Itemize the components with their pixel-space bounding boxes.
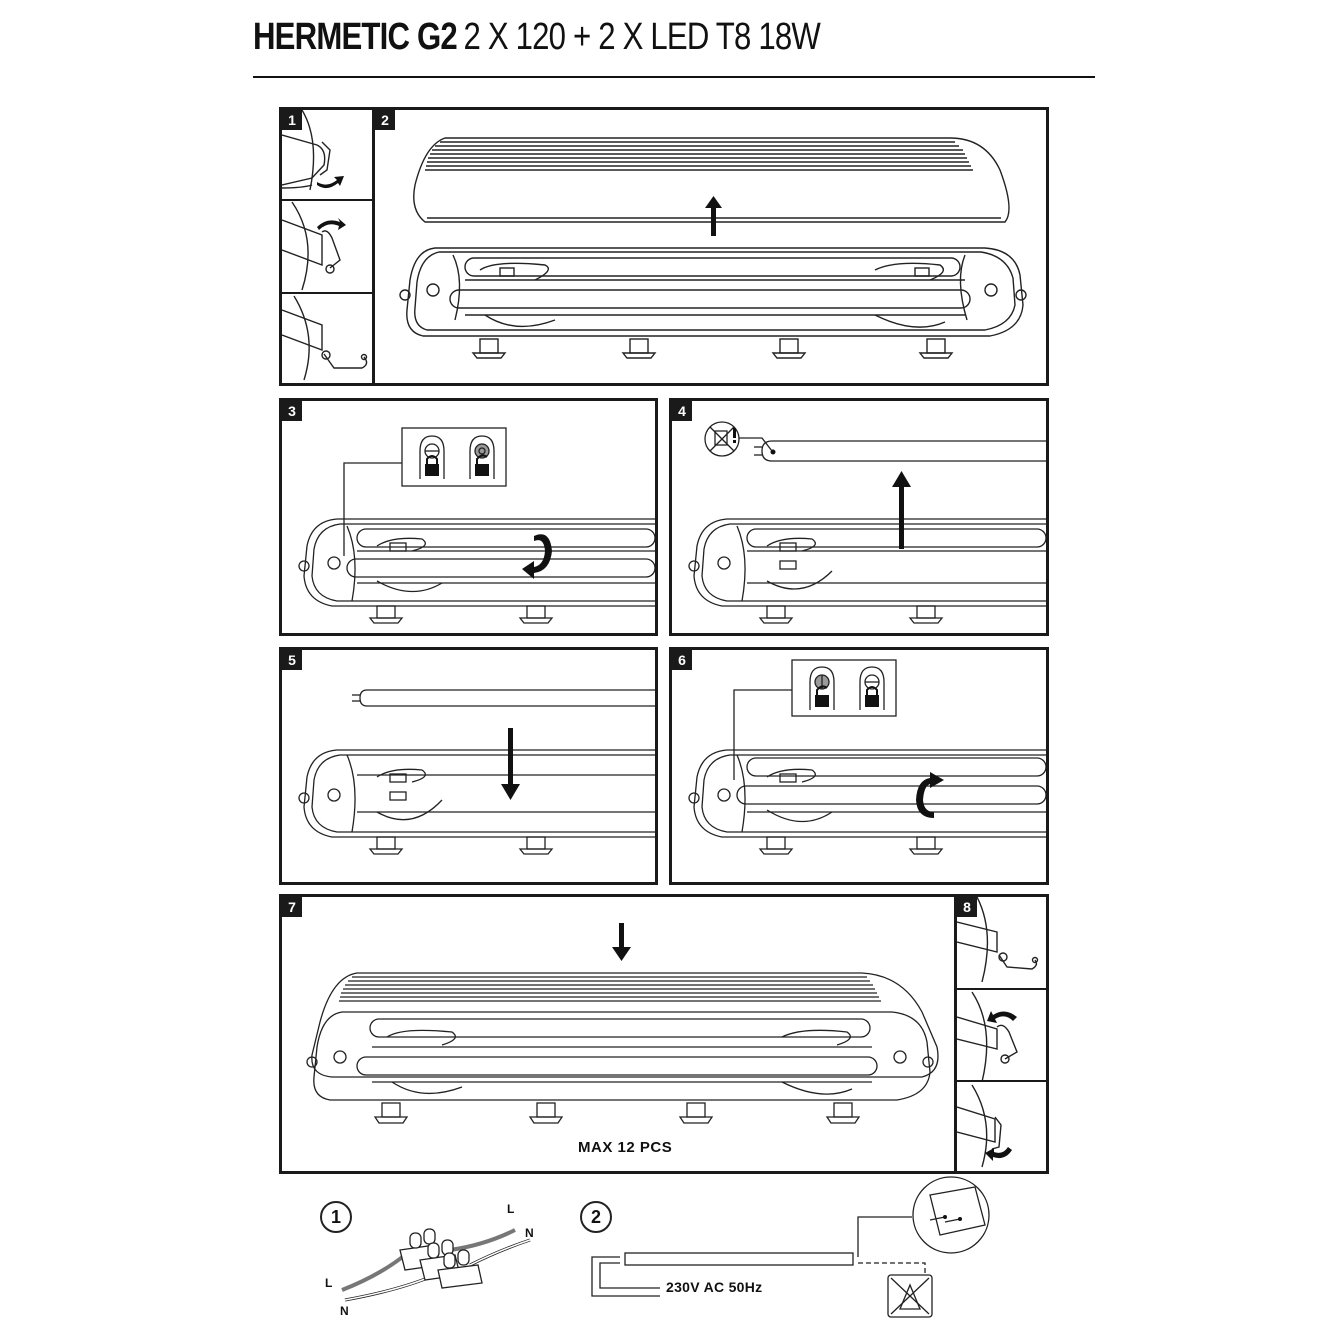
voltage-label: 230V AC 50Hz <box>666 1279 763 1295</box>
step-2-panel: 2 <box>372 107 1049 386</box>
step-8-panel: 8 <box>954 894 1049 1174</box>
cover-removal-illustration <box>399 137 1027 359</box>
step-number: 8 <box>957 897 977 917</box>
step-number: 3 <box>282 401 302 421</box>
product-spec: 2 X 120 + 2 X LED T8 18W <box>463 16 820 58</box>
step-number: 6 <box>672 650 692 670</box>
clip-open-illustration <box>282 110 372 381</box>
step-1-panel: 1 <box>279 107 375 386</box>
step-number: 5 <box>282 650 302 670</box>
wire-label-n-top: N <box>525 1226 534 1240</box>
wiring-diagram-1-number: 1 <box>320 1201 352 1233</box>
wire-label-l-top: L <box>507 1202 515 1216</box>
clip-close-illustration <box>957 897 1046 1168</box>
step-4-panel: 4 <box>669 398 1049 636</box>
step-number: 2 <box>375 110 395 130</box>
remove-tube-illustration <box>688 421 1046 624</box>
insert-led-tube-illustration <box>298 689 655 855</box>
led-tube-wiring-diagram <box>591 1176 990 1318</box>
terminal-block-illustration <box>341 1228 531 1302</box>
replace-cover-illustration <box>306 923 939 1124</box>
step-5-panel: 5 <box>279 647 658 885</box>
step-number: 1 <box>282 110 302 130</box>
wire-label-l-bottom: L <box>325 1276 333 1290</box>
wiring-diagram-2-number: 2 <box>580 1201 612 1233</box>
product-name: HERMETIC G2 <box>253 16 458 58</box>
wire-label-n-bottom: N <box>340 1304 349 1318</box>
step-number: 7 <box>282 897 302 917</box>
step-6-panel: 6 <box>669 647 1049 885</box>
lock-detail-box <box>401 427 507 487</box>
max-quantity-label: MAX 12 PCS <box>578 1139 673 1156</box>
unlock-tube-illustration <box>298 427 655 624</box>
title-divider <box>253 76 1095 78</box>
no-household-waste-icon <box>704 421 740 457</box>
step-3-panel: 3 <box>279 398 658 636</box>
lock-tube-illustration <box>688 659 1046 855</box>
step-7-panel: 7 MAX 12 PCS <box>279 894 957 1174</box>
step-number: 4 <box>672 401 692 421</box>
